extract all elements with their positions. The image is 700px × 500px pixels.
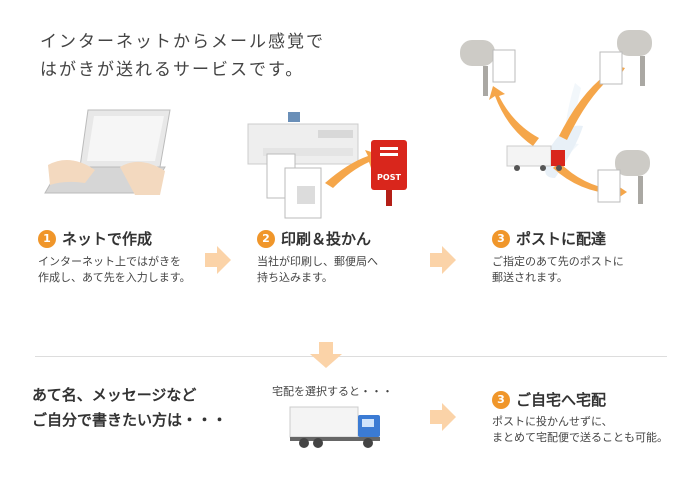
delivery-illustration [460,30,652,204]
arrow-right-icon [430,246,456,274]
home-delivery-desc-line-2: まとめて宅配便で送ることも可能。 [492,431,668,444]
section-divider [35,356,667,357]
step-2-desc-line-1: 当社が印刷し、郵便局へ [257,255,378,268]
step-2-desc-line-2: 持ち込みます。 [257,271,333,284]
step-3-title-row: 3 ポストに配達 [492,228,606,249]
post-box-stand [386,190,392,206]
home-delivery-description: ポストに投かんせずに、 まとめて宅配便で送ることも可能。 [492,414,668,446]
step-2-title: 印刷＆投かん [281,230,372,248]
bottom-lead-text: あて名、メッセージなど ご自分で書きたい方は・・・ [32,383,227,433]
printer-illustration [247,112,381,219]
headline: インターネットからメール感覚で はがきが送れるサービスです。 [40,28,325,84]
step-1-title-row: 1 ネットで作成 [38,228,152,249]
step-3-title: ポストに配達 [516,230,607,248]
step-3-desc-line-2: 郵送されます。 [492,271,568,284]
arrow-right-icon [205,246,231,274]
step-1-title: ネットで作成 [62,230,153,248]
bottom-lead-line-1: あて名、メッセージなど [32,386,197,404]
step-3-number-badge: 3 [492,229,510,248]
headline-line-1: インターネットからメール感覚で [40,32,325,52]
headline-line-2: はがきが送れるサービスです。 [40,60,305,80]
step-1-description: インターネット上ではがきを 作成し、あて先を入力します。 [38,254,191,286]
home-delivery-title-row: 3 ご自宅へ宅配 [492,389,606,410]
home-delivery-desc-line-1: ポストに投かんせずに、 [492,415,613,428]
step-3-desc-line-1: ご指定のあて先のポストに [492,255,624,268]
home-delivery-title: ご自宅へ宅配 [516,391,607,409]
laptop-illustration [44,109,171,195]
step-2-number-badge: 2 [257,229,275,248]
step-2-description: 当社が印刷し、郵便局へ 持ち込みます。 [257,254,378,286]
post-box: POST [371,140,407,190]
step-2-title-row: 2 印刷＆投かん [257,228,371,249]
post-box-label: POST [377,173,401,182]
step-1-desc-line-2: 作成し、あて先を入力します。 [38,271,191,284]
delivery-select-note: 宅配を選択すると・・・ [272,385,393,398]
delivery-truck-icon [289,406,380,448]
home-delivery-number-badge: 3 [492,390,510,409]
step-3-description: ご指定のあて先のポストに 郵送されます。 [492,254,624,286]
bottom-lead-line-2: ご自分で書きたい方は・・・ [32,411,228,429]
step-1-desc-line-1: インターネット上ではがきを [38,255,181,268]
step-1-number-badge: 1 [38,229,56,248]
arrow-down-icon [310,342,342,368]
arrow-right-icon [430,403,456,431]
